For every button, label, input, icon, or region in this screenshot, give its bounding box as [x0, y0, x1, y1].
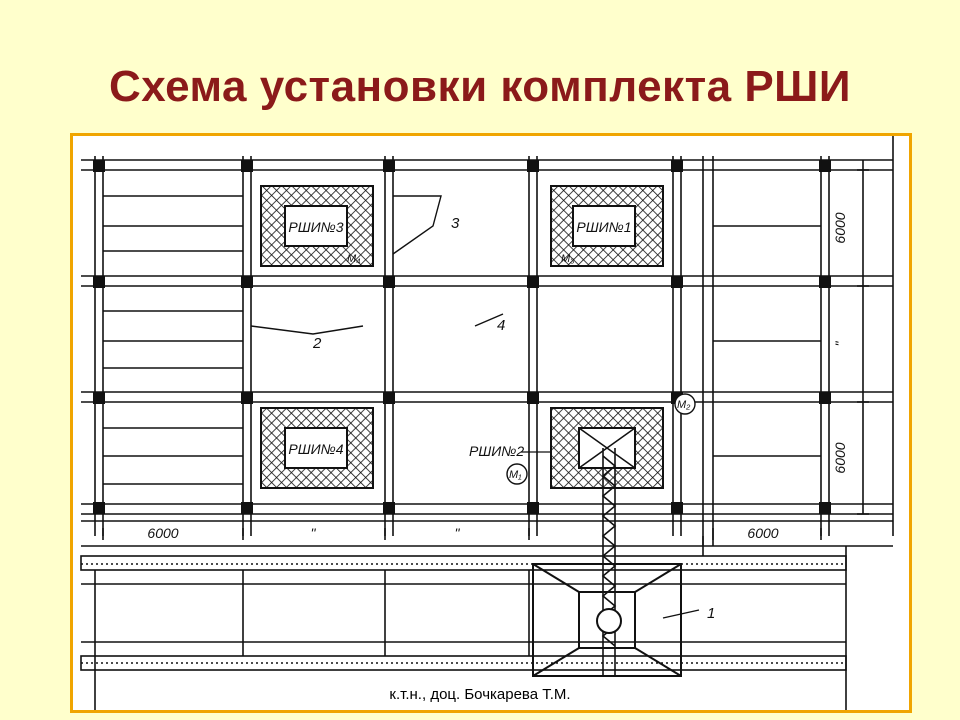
unit-label: РШИ№2: [469, 443, 524, 459]
dim-right-3: 6000: [832, 442, 848, 473]
dim-right-1: 6000: [832, 212, 848, 243]
slide-footer: к.т.н., доц. Бочкарева Т.М.: [389, 686, 571, 703]
motor-marker: М₃: [561, 253, 575, 265]
unit-rshi-1: РШИ№1 М₃: [550, 185, 664, 267]
slide-title: Схема установки комплекта РШИ: [108, 62, 852, 111]
drawing-frame: РШИ№3 М₄ РШИ№1 М₃ РШИ№4 РШИ№2: [70, 133, 912, 713]
callout-1: 1: [707, 605, 715, 622]
motor-marker-m1: М₁: [509, 469, 522, 481]
motor-marker: М₂: [677, 399, 691, 411]
callout-3: 3: [451, 215, 460, 232]
motor-marker: М₄: [347, 253, 361, 265]
unit-rshi-2: РШИ№2 М₂ М₁: [469, 393, 696, 489]
callout-4: 4: [497, 317, 505, 334]
unit-label: РШИ№3: [288, 219, 343, 235]
dim-bottom-1: 6000: [147, 525, 178, 541]
dim-right-2: ": [832, 340, 848, 346]
unit-label: РШИ№4: [288, 441, 343, 457]
unit-rshi-3: РШИ№3 М₄: [260, 185, 374, 267]
dim-bottom-4: 6000: [747, 525, 778, 541]
dim-bottom-2: ": [311, 525, 317, 541]
unit-rshi-4: РШИ№4: [260, 407, 374, 489]
hopper-1: [532, 563, 682, 677]
installation-scheme-drawing: РШИ№3 М₄ РШИ№1 М₃ РШИ№4 РШИ№2: [80, 136, 894, 710]
unit-label: РШИ№1: [576, 219, 631, 235]
callout-2: 2: [312, 335, 322, 352]
dim-bottom-3: ": [455, 525, 461, 541]
